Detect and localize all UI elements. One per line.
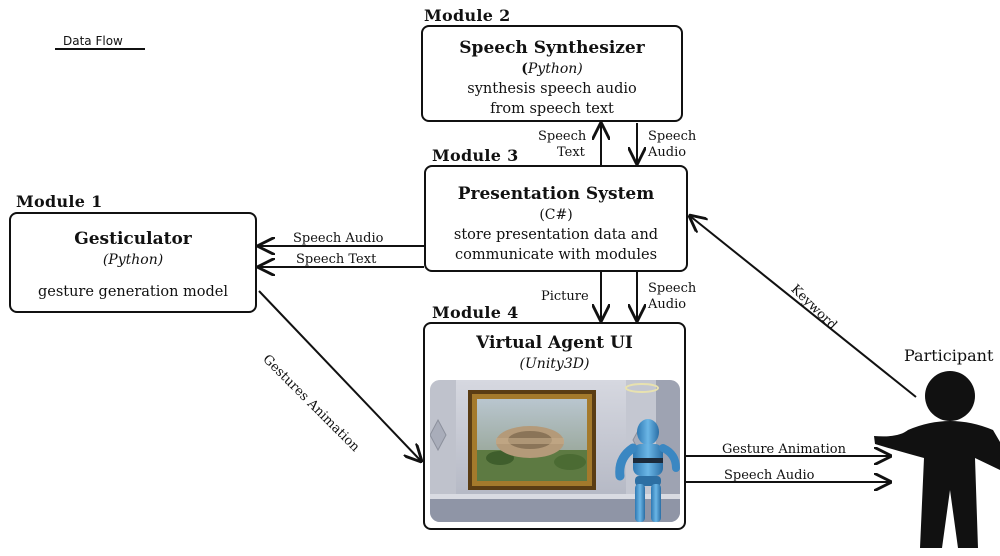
speech-synthesizer-desc-1: synthesis speech audio [467, 81, 637, 97]
presentation-system-lang: (C#) [539, 207, 573, 223]
edge-label-speech-text-up-1: Speech [538, 129, 587, 144]
speech-synthesizer-box: Speech Synthesizer (Python) synthesis sp… [421, 25, 683, 122]
module-3-label: Module 3 [432, 146, 519, 165]
edge-label-output-gesture-animation: Gesture Animation [722, 442, 846, 457]
edge-label-speech-text-to-gesticulator: Speech Text [296, 252, 377, 267]
presentation-system-desc-1: store presentation data and [453, 227, 659, 243]
speech-synthesizer-lang-text: Python [527, 61, 578, 77]
unity-scene-svg [430, 380, 680, 522]
presentation-system-box: Presentation System (C#) store presentat… [424, 165, 688, 272]
virtual-agent-ui-lang: (Unity3D) [519, 356, 590, 372]
module-2-label: Module 2 [424, 6, 511, 25]
edge-label-speech-audio-down-2: Audio [648, 145, 687, 160]
presentation-system-desc-2: communicate with modules [454, 247, 658, 263]
edge-label-speech-text-up-2: Text [557, 145, 585, 160]
edge-label-speech-audio-to-gesticulator: Speech Audio [293, 231, 384, 246]
edge-label-output-speech-audio: Speech Audio [724, 468, 815, 483]
unity-scene-image [430, 380, 680, 522]
edge-label-speech-audio-down-1: Speech [648, 129, 697, 144]
edge-label-picture: Picture [541, 289, 589, 304]
legend-line [55, 48, 145, 50]
arrow-keyword-participant-to-m3 [690, 216, 917, 398]
gesticulator-desc: gesture generation model [37, 284, 229, 300]
presentation-system-title: Presentation System [457, 184, 655, 204]
virtual-agent-figure [615, 419, 680, 522]
module-4-label: Module 4 [432, 303, 519, 322]
speech-synthesizer-desc-2: from speech text [490, 101, 614, 117]
virtual-agent-ui-title: Virtual Agent UI [476, 333, 633, 353]
gesticulator-lang: (Python) [102, 252, 164, 268]
legend-label: Data Flow [63, 34, 123, 48]
gesticulator-title: Gesticulator [74, 229, 192, 249]
arrow-gestures-m1-to-m4 [258, 290, 421, 461]
speech-synthesizer-title: Speech Synthesizer [459, 38, 645, 58]
edge-label-m3-m4-speech: Speech [648, 281, 697, 296]
participant-label: Participant [904, 346, 994, 365]
participant-figure [874, 371, 1000, 548]
speech-synthesizer-lang: (Python) [521, 61, 583, 77]
module-1-label: Module 1 [16, 192, 103, 211]
edge-label-m3-m4-audio: Audio [648, 297, 687, 312]
gesticulator-box: Gesticulator (Python) gesture generation… [9, 212, 257, 313]
